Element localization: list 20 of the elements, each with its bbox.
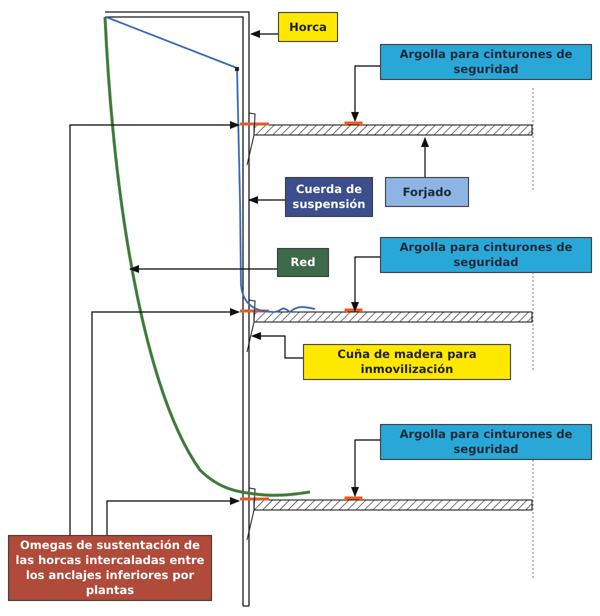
callout-label: Cuña de madera para inmovilización — [303, 344, 511, 380]
leader-line — [351, 256, 380, 312]
leader-line — [69, 121, 240, 535]
callout-label: Omegas de sustentación de las horcas intercaladas entre los anclajes inferiores por plantas — [8, 535, 212, 601]
callout-label: Argolla para cinturones de seguridad — [380, 424, 592, 460]
leader-line — [91, 308, 240, 535]
leader-line — [248, 196, 285, 204]
leader-line — [421, 137, 429, 177]
leader-line — [351, 65, 380, 122]
callout-label: Horca — [278, 12, 338, 42]
leader-line — [129, 265, 277, 273]
leader-line — [251, 332, 303, 359]
callout-label: Cuerda de suspensión — [285, 177, 373, 217]
leader-line — [351, 439, 380, 497]
callout-label: Red — [277, 248, 329, 277]
callout-label: Argolla para cinturones de seguridad — [380, 237, 592, 273]
leader-line — [106, 497, 240, 535]
callout-label: Argolla para cinturones de seguridad — [380, 44, 592, 80]
callout-label: Forjado — [385, 177, 469, 207]
leader-line — [250, 30, 278, 38]
